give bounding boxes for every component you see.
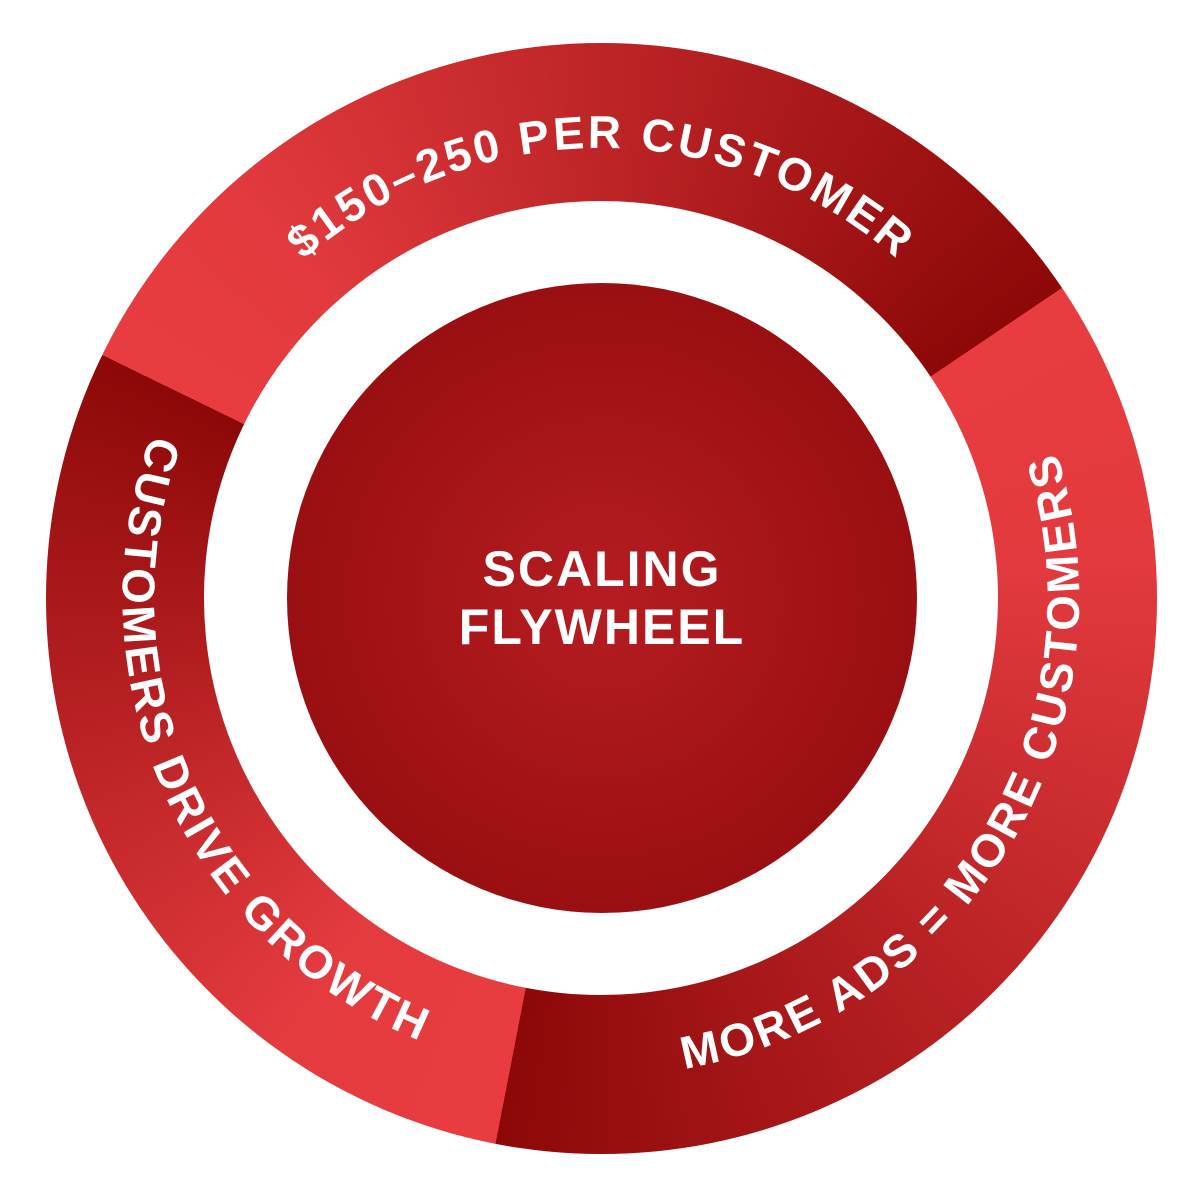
segment-label-growth: CUSTOMERS DRIVE GROWTH: [112, 431, 439, 1051]
segment-label-revenue: $150–250 PER CUSTOMER: [276, 106, 925, 268]
hub-title-line1: SCALING: [482, 541, 722, 597]
flywheel-hub: SCALING FLYWHEEL: [287, 283, 917, 913]
hub-title-line2: FLYWHEEL: [458, 599, 746, 655]
segment-label-ads: MORE ADS = MORE CUSTOMERS: [675, 447, 1089, 1079]
